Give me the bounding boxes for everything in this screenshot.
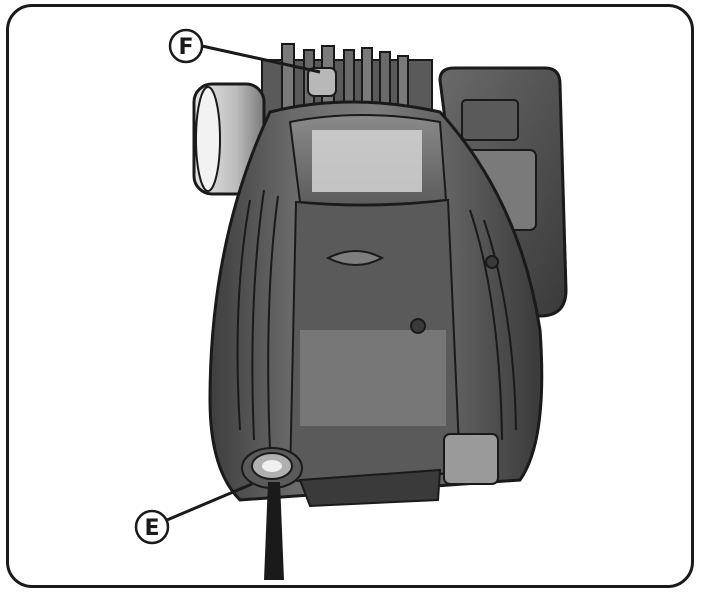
callout-f-label: F — [178, 35, 193, 60]
dipstick — [264, 482, 284, 580]
callout-e: E — [134, 482, 253, 545]
engine-base — [298, 433, 499, 508]
callout-e-label: E — [144, 516, 159, 541]
callout-f: F — [168, 28, 321, 74]
callout-e-circle — [134, 509, 170, 545]
callout-e-leader — [166, 482, 253, 522]
callout-f-leader — [201, 44, 321, 74]
blower-housing — [208, 100, 544, 502]
